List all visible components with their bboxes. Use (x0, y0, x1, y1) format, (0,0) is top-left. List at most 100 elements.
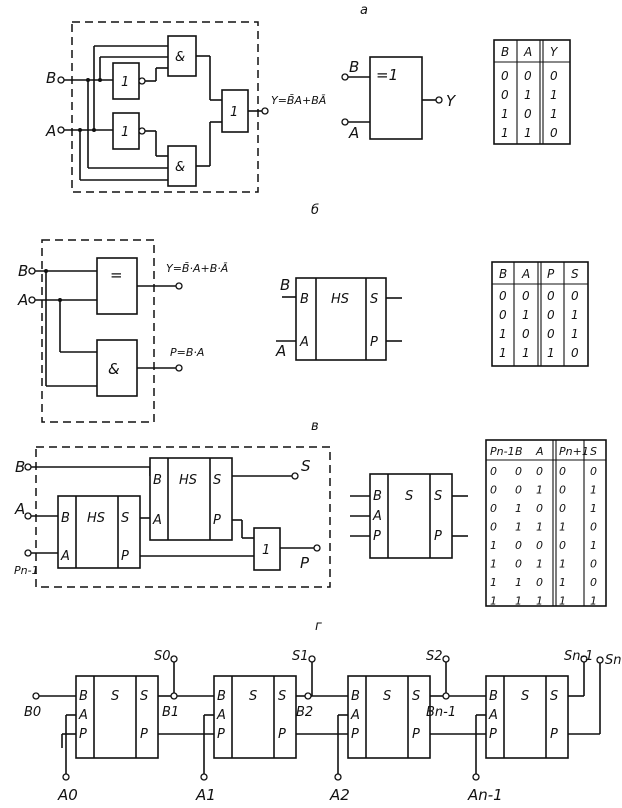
stage-port-s: S (278, 689, 286, 704)
truth-table-b-cell: 1 (499, 327, 507, 341)
half-adder-1 (57, 495, 141, 569)
adder-stage (485, 675, 569, 759)
truth-table-v-cell: 1 (490, 595, 497, 608)
truth-table-v-cell: 1 (490, 539, 497, 552)
truth-table-b-header: P (547, 267, 555, 281)
truth-table-v-cell: 0 (536, 502, 543, 515)
full-adder-circuit: B A Pn-1 B A HS S P B A HS S P S (14, 446, 331, 588)
and-gate-bottom-label: & (175, 160, 185, 175)
stage-port-s: S (412, 689, 420, 704)
and-gate-top (167, 35, 197, 77)
stage-port-b: B (79, 689, 88, 704)
truth-table-v-cell: 0 (590, 521, 597, 534)
stage-port-p: P (351, 727, 359, 742)
truth-table-a-cell: 0 (501, 69, 509, 83)
truth-table-b-cell: 1 (547, 346, 555, 360)
truth-table-v-cell: 0 (590, 465, 597, 478)
section-label-g: г (315, 619, 322, 634)
truth-table-b-cell: 0 (571, 346, 579, 360)
stage-port-a: A (216, 708, 226, 723)
hs1-port-a: A (60, 549, 70, 564)
hs2-port-a: A (152, 513, 162, 528)
stage-input-b-label: B2 (296, 705, 313, 720)
truth-table-v-cell: 0 (590, 576, 597, 589)
section-label-v: в (311, 419, 319, 434)
circuit-boundary (71, 21, 259, 193)
stage-output-s-label: S0 (154, 649, 171, 664)
ha-symbol-port-a: A (299, 335, 309, 350)
truth-table-v-header: Pn-1 (490, 445, 515, 458)
truth-table-a-cell: 1 (550, 107, 558, 121)
ha-symbol-input-b: B (280, 276, 290, 294)
truth-table-v-cell: 1 (515, 521, 522, 534)
xor-symbol-input-a: A (348, 124, 359, 142)
hs1-port-b: B (61, 511, 70, 526)
ha-input-label-a: A (17, 291, 28, 309)
stage-title: S (111, 689, 119, 704)
truth-table-v-cell: 0 (536, 576, 543, 589)
truth-table-v-cell: 1 (559, 576, 566, 589)
stage-input-b-label: B0 (24, 705, 41, 720)
hs2-port-s: S (213, 473, 221, 488)
truth-table-b-header: B (499, 267, 507, 281)
stage-output-s-label: S2 (426, 649, 443, 664)
fa-or-gate (253, 527, 281, 571)
truth-table-v-cell: 1 (515, 595, 522, 608)
truth-table-v-cell: 0 (559, 484, 566, 497)
xor-gate (96, 257, 138, 315)
stage-port-pout: P (278, 727, 286, 742)
section-label-a: а (360, 3, 368, 18)
truth-table-v-cell: 0 (559, 502, 566, 515)
truth-table-b-cell: 0 (499, 289, 507, 303)
stage-input-a-terminal (334, 773, 342, 781)
truth-table-v-cell: 0 (490, 521, 497, 534)
stage-input-b-terminal (442, 692, 450, 700)
stage-input-a-label: A0 (57, 786, 78, 804)
xor-symbol-label: =1 (376, 66, 398, 84)
stage-port-a: A (350, 708, 360, 723)
half-adder-symbol: B A B A HS S P (275, 276, 402, 361)
input-label-b: B (46, 69, 56, 87)
truth-table-v-cell: 1 (590, 484, 597, 497)
and-gate-bottom (167, 145, 197, 187)
truth-table-b-cell: 1 (499, 346, 507, 360)
fa-symbol-title: S (405, 489, 413, 504)
stage-output-s-label: S1 (292, 649, 309, 664)
truth-table-v-cell: 0 (559, 539, 566, 552)
output-terminal-y (261, 107, 269, 115)
full-adder-symbol: B A P S S P (350, 473, 468, 559)
truth-table-b-cell: 0 (547, 289, 555, 303)
truth-table-v-cell: 1 (559, 595, 566, 608)
truth-table-a-cell: 0 (550, 69, 558, 83)
truth-table-v-cell: 0 (490, 502, 497, 515)
fa-symbol-port-pout: P (434, 529, 442, 544)
stage-title: S (383, 689, 391, 704)
truth-table-b-cell: 1 (522, 308, 530, 322)
truth-table-v-cell: 0 (515, 484, 522, 497)
stage-input-b-terminal (304, 692, 312, 700)
stage-input-b-label: Bn-1 (426, 705, 456, 720)
truth-table-v-cell: 1 (590, 595, 597, 608)
or-gate-label: 1 (230, 105, 238, 120)
stage-input-a-label: An-1 (467, 786, 503, 804)
truth-table-v-cell: 0 (515, 465, 522, 478)
truth-table-a-header: A (523, 45, 532, 59)
truth-table-a-cell: 0 (524, 107, 532, 121)
output-expression: Y=B̄A+BĀ (271, 94, 326, 107)
stage-input-b-terminal (32, 692, 40, 700)
hs1-title: HS (87, 511, 105, 526)
truth-table-v-cell: 0 (536, 539, 543, 552)
truth-table-a-cell: 0 (524, 69, 532, 83)
stage-port-pout: P (140, 727, 148, 742)
truth-table-b-cell: 1 (571, 327, 579, 341)
truth-table-v-cell: 1 (515, 576, 522, 589)
truth-table-b-header: S (571, 267, 579, 281)
and-gate (96, 339, 138, 397)
ha-expression-p: P=B·A (170, 346, 204, 359)
hs2-port-b: B (153, 473, 162, 488)
adder-stage (347, 675, 431, 759)
